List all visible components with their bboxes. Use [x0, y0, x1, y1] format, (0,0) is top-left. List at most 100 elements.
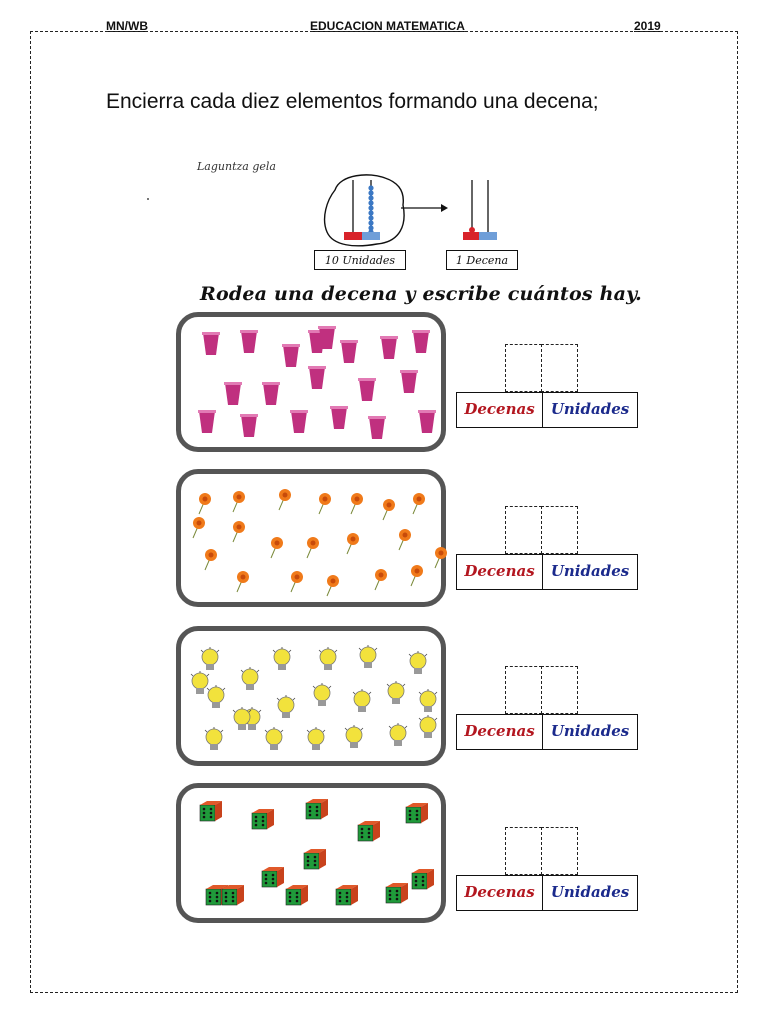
- flower-icon: [189, 514, 215, 545]
- flower-icon: [201, 546, 227, 577]
- decenas-label: Decenas: [457, 876, 543, 910]
- flower-icon: [323, 572, 349, 603]
- lightbulb-icon: [275, 695, 297, 726]
- flower-icon: [343, 530, 369, 561]
- unidades-label: Unidades: [550, 883, 630, 901]
- flower-icon: [379, 496, 405, 527]
- cup-icon: [329, 405, 349, 436]
- lightbulb-icon: [417, 689, 439, 720]
- flower-icon: [347, 490, 373, 521]
- abacus-diagram: [323, 174, 497, 247]
- instruction-text: Encierra cada diez elementos formando un…: [106, 90, 599, 113]
- label-10-unidades: 10 Unidades: [314, 250, 406, 270]
- header-year: 2019: [634, 19, 661, 33]
- place-value-labels: Decenas Unidades: [456, 392, 638, 428]
- dice-icon: [357, 820, 381, 849]
- dice-icon: [405, 802, 429, 831]
- dice-icon: [251, 808, 275, 837]
- lightbulb-icon: [199, 647, 221, 678]
- unidades-answer-box[interactable]: [541, 666, 578, 714]
- unidades-answer-box[interactable]: [541, 827, 578, 875]
- flower-icon: [431, 544, 457, 575]
- decenas-label: Decenas: [457, 555, 543, 589]
- abacus2-base-blue: [479, 232, 497, 240]
- lightbulb-icon: [317, 647, 339, 678]
- cup-icon: [201, 331, 221, 362]
- cup-icon: [317, 325, 337, 356]
- label-1-decena: 1 Decena: [446, 250, 518, 270]
- flower-icon: [275, 486, 301, 517]
- cup-icon: [239, 413, 259, 444]
- flower-icon: [315, 490, 341, 521]
- lightbulb-icon: [205, 685, 227, 716]
- abacus-base-blue: [362, 232, 380, 240]
- flower-icon: [195, 490, 221, 521]
- cup-icon: [339, 339, 359, 370]
- dice-icon: [199, 800, 223, 829]
- unidades-answer-box[interactable]: [541, 506, 578, 554]
- dice-icon: [303, 848, 327, 877]
- flower-icon: [371, 566, 397, 597]
- unidades-answer-box[interactable]: [541, 344, 578, 392]
- decenas-answer-box[interactable]: [505, 666, 542, 714]
- subtitle-text: Rodea una decena y escribe cuántos hay.: [200, 283, 642, 305]
- abacus2-bead: [469, 227, 475, 233]
- panel-cups[interactable]: [176, 312, 446, 452]
- stray-dot: [147, 198, 149, 200]
- cup-icon: [379, 335, 399, 366]
- lightbulb-icon: [189, 671, 211, 702]
- lightbulb-icon: [203, 727, 225, 758]
- decenas-answer-box[interactable]: [505, 506, 542, 554]
- cup-icon: [289, 409, 309, 440]
- header-left: MN/WB: [106, 19, 148, 33]
- abacus2-base-red: [463, 232, 479, 240]
- lightbulb-icon: [357, 645, 379, 676]
- dice-icon: [411, 868, 435, 897]
- cup-icon: [399, 369, 419, 400]
- panel-dice[interactable]: [176, 783, 446, 923]
- flower-icon: [229, 518, 255, 549]
- cup-icon: [261, 381, 281, 412]
- lightbulb-icon: [387, 723, 409, 754]
- flower-icon: [267, 534, 293, 565]
- flower-icon: [233, 568, 259, 599]
- lightbulb-icon: [407, 651, 429, 682]
- cup-icon: [357, 377, 377, 408]
- lightbulb-icon: [271, 647, 293, 678]
- abacus-base-red: [344, 232, 362, 240]
- flower-icon: [287, 568, 313, 599]
- flower-icon: [229, 488, 255, 519]
- lightbulb-icon: [351, 689, 373, 720]
- cup-icon: [223, 381, 243, 412]
- decenas-label: Decenas: [457, 393, 543, 427]
- flower-icon: [303, 534, 329, 565]
- hint-text: Laguntza gela: [197, 160, 276, 173]
- dice-icon: [385, 882, 409, 911]
- dice-icon: [335, 884, 359, 913]
- dashed-page-border: [30, 31, 738, 993]
- cup-icon: [281, 343, 301, 374]
- lightbulb-icon: [385, 681, 407, 712]
- unidades-label: Unidades: [550, 400, 630, 418]
- cup-icon: [307, 365, 327, 396]
- lightbulb-icon: [263, 727, 285, 758]
- decenas-answer-box[interactable]: [505, 344, 542, 392]
- dice-icon: [221, 884, 245, 913]
- cup-icon: [239, 329, 259, 360]
- decenas-answer-box[interactable]: [505, 827, 542, 875]
- dice-icon: [261, 866, 285, 895]
- cup-icon: [197, 409, 217, 440]
- abacus-beads: [368, 185, 374, 235]
- cup-icon: [367, 415, 387, 446]
- arrow-head: [441, 204, 448, 212]
- circle-scribble: [323, 174, 405, 247]
- place-value-labels: Decenas Unidades: [456, 875, 638, 911]
- flower-icon: [395, 526, 421, 557]
- lightbulb-icon: [239, 667, 261, 698]
- panel-lightbulbs[interactable]: [176, 626, 446, 766]
- panel-flowers[interactable]: [176, 469, 447, 607]
- unidades-label: Unidades: [550, 722, 630, 740]
- lightbulb-icon: [231, 707, 253, 738]
- decenas-label: Decenas: [457, 715, 543, 749]
